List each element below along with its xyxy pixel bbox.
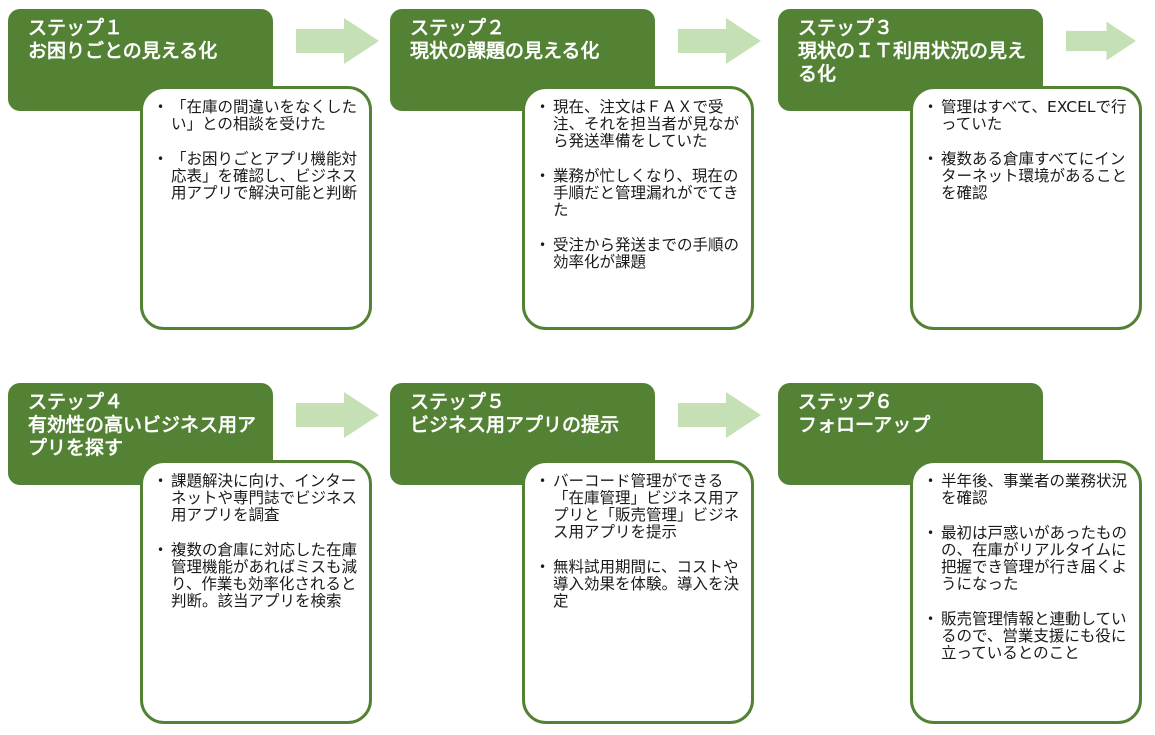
step-title: 有効性の高いビジネス用アプリを探す (28, 414, 257, 459)
step-detail-box: •「在庫の間違いをなくしたい」との相談を受けた •「お困りごとアプリ機能対応表」… (140, 86, 372, 330)
arrow-right-icon (1066, 21, 1136, 61)
step-number: ステップ１ (28, 17, 124, 39)
step-number: ステップ２ (410, 17, 506, 39)
list-item: •管理はすべて、EXCELで行っていた (927, 98, 1127, 133)
step-detail-box: •管理はすべて、EXCELで行っていた •複数ある倉庫すべてにインターネット環境… (910, 86, 1142, 330)
list-item: •現在、注文はＦＡＸで受注、それを担当者が見ながら発送準備をしていた (539, 98, 740, 150)
step-detail-box: •半年後、事業者の業務状況を確認 •最初は戸惑いがあったものの、在庫がリアルタイ… (910, 460, 1142, 724)
step-number: ステップ５ (410, 391, 506, 413)
list-item: •販売管理情報と連動しているので、営業支援にも役に立っているとのこと (927, 610, 1127, 662)
step-number: ステップ３ (798, 17, 894, 39)
step-detail-box: •バーコード管理ができる「在庫管理」ビジネス用アプリと「販売管理」ビジネス用アプ… (522, 460, 754, 724)
step-detail-box: •現在、注文はＦＡＸで受注、それを担当者が見ながら発送準備をしていた •業務が忙… (522, 86, 754, 330)
list-item: •課題解決に向け、インターネットや専門誌でビジネス用アプリを調査 (157, 472, 358, 524)
list-item: •業務が忙しくなり、現在の手順だと管理漏れがでてきた (539, 167, 739, 219)
list-item: •半年後、事業者の業務状況を確認 (927, 472, 1128, 507)
step-header: ステップ１ お困りごとの見える化 (8, 9, 273, 111)
step-title: お困りごとの見える化 (28, 40, 218, 62)
step-title: ビジネス用アプリの提示 (410, 414, 620, 436)
list-item: •複数ある倉庫すべてにインターネット環境があることを確認 (927, 150, 1128, 202)
arrow-right-icon (678, 392, 761, 438)
list-item: •「お困りごとアプリ機能対応表」を確認し、ビジネス用アプリで解決可能と判断 (157, 150, 358, 202)
arrow-right-icon (678, 18, 761, 64)
list-item: •「在庫の間違いをなくしたい」との相談を受けた (157, 98, 358, 133)
list-item: •受注から発送までの手順の効率化が課題 (539, 236, 740, 271)
step-number: ステップ４ (28, 391, 124, 413)
arrow-right-icon (296, 392, 379, 438)
arrow-right-icon (296, 18, 379, 64)
step-title: 現状のＩＴ利用状況の見える化 (798, 40, 1027, 85)
step-detail-box: •課題解決に向け、インターネットや専門誌でビジネス用アプリを調査 •複数の倉庫に… (140, 460, 372, 724)
list-item: •最初は戸惑いがあったものの、在庫がリアルタイムに把握でき管理が行き届くようにな… (927, 524, 1128, 593)
step-title: 現状の課題の見える化 (410, 40, 600, 62)
list-item: •バーコード管理ができる「在庫管理」ビジネス用アプリと「販売管理」ビジネス用アプ… (539, 472, 740, 541)
list-item: •無料試用期間に、コストや導入効果を体験。導入を決定 (539, 558, 740, 610)
list-item: •複数の倉庫に対応した在庫管理機能があればミスも減り、作業も効率化されると判断。… (157, 541, 358, 610)
step-title: フォローアップ (798, 414, 931, 436)
step-number: ステップ６ (798, 391, 894, 413)
